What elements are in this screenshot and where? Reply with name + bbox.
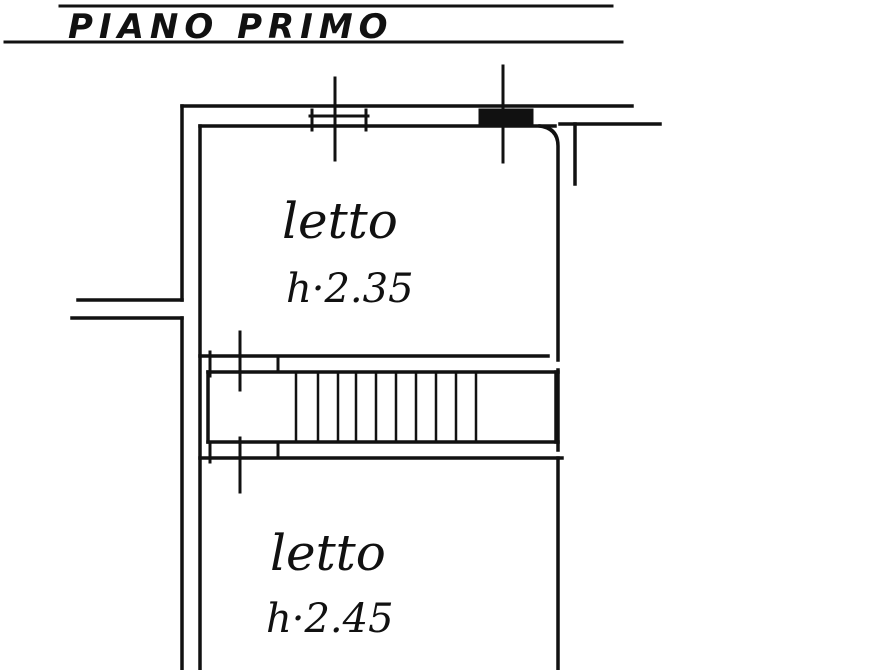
room-2-name: letto xyxy=(270,524,386,582)
title-underline xyxy=(3,4,624,44)
side-wall-stub xyxy=(70,298,184,320)
door-mark-upper xyxy=(208,330,280,392)
room-1-height: h·2.35 xyxy=(286,266,414,312)
room-2-height: h·2.45 xyxy=(266,596,394,642)
door-mark-lower xyxy=(208,436,280,494)
room-1-name: letto xyxy=(282,192,398,250)
window-mark-2 xyxy=(478,64,534,164)
stair-walls xyxy=(198,354,564,460)
stair-treads xyxy=(294,370,478,444)
right-wall xyxy=(538,122,577,670)
plan-title: PIANO PRIMO xyxy=(68,7,394,47)
window-mark-1 xyxy=(308,76,370,162)
left-wall xyxy=(180,104,202,670)
top-wall xyxy=(180,104,662,128)
